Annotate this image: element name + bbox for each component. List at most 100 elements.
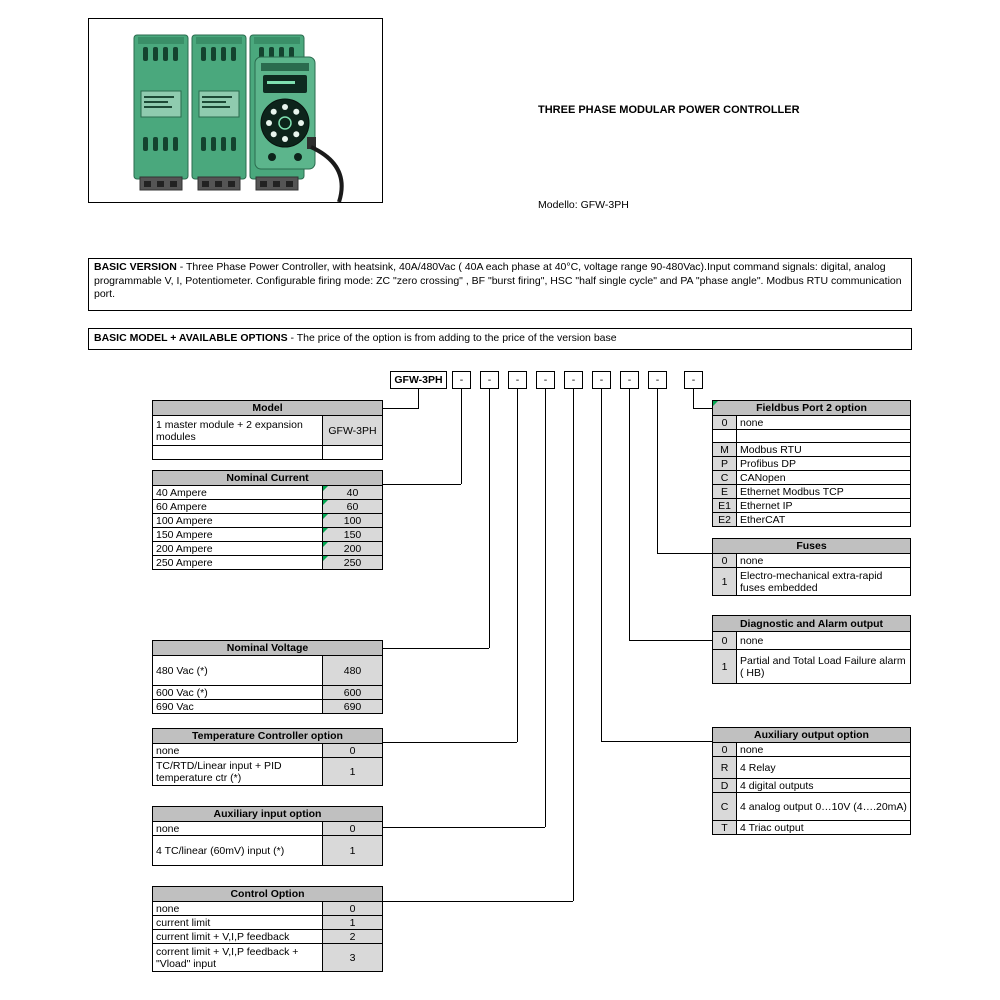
option-label: current limit [152, 915, 323, 930]
connector-line [382, 648, 489, 649]
order-code-slot-1: - [452, 371, 471, 389]
product-image-frame [88, 18, 383, 203]
option-label: current limit + V,I,P feedback [152, 929, 323, 944]
basic-model-note: BASIC MODEL + AVAILABLE OPTIONS - The pr… [88, 328, 912, 350]
power-module-2 [191, 34, 247, 191]
option-label: Ethernet IP [736, 498, 911, 513]
option-code [322, 445, 383, 460]
table-row: TC/RTD/Linear input + PID temperature ct… [152, 757, 383, 786]
option-label: 100 Ampere [152, 513, 323, 528]
option-label: 4 digital outputs [736, 778, 911, 793]
table-row: 600 Vac (*)600 [152, 685, 384, 700]
option-code: 0 [322, 743, 383, 758]
order-code-slot-3: - [508, 371, 527, 389]
option-code: 600 [321, 685, 384, 700]
option-code: E1 [712, 498, 737, 513]
option-label: Profibus DP [736, 456, 911, 471]
option-code: 1 [322, 757, 383, 786]
option-code: 0 [712, 742, 737, 757]
option-code: 40 [321, 485, 384, 500]
table-header: Fuses [711, 538, 912, 554]
option-label: none [736, 631, 911, 650]
option-code: 1 [712, 567, 737, 596]
table-header: Nominal Voltage [151, 640, 384, 656]
option-code: 690 [321, 699, 384, 714]
basic-model-text: - The price of the option is from adding… [287, 332, 617, 344]
keypad-panel [254, 56, 316, 170]
option-label: none [736, 415, 911, 430]
connector-line [461, 389, 462, 484]
connector-line [382, 827, 545, 828]
order-code-slot-9: - [684, 371, 703, 389]
table-row [712, 429, 911, 443]
table-header: Nominal Current [151, 470, 384, 486]
table-row [152, 445, 383, 460]
option-code: 200 [321, 541, 384, 556]
option-label: 150 Ampere [152, 527, 323, 542]
option-label: 4 Relay [736, 756, 911, 779]
table-header: Auxiliary output option [712, 727, 911, 743]
connector-line [382, 742, 517, 743]
option-code: 1 [712, 649, 737, 684]
option-code: E [712, 484, 737, 499]
option-label: 480 Vac (*) [152, 655, 323, 686]
option-label: none [152, 743, 323, 758]
option-label: none [736, 742, 911, 757]
option-code: 250 [321, 555, 384, 570]
option-code: 0 [712, 553, 737, 568]
option-label: Modbus RTU [736, 442, 911, 457]
option-code: 60 [321, 499, 384, 514]
option-code [712, 429, 737, 443]
connector-line [629, 389, 630, 640]
table-row: 1 master module + 2 expansion modules GF… [152, 415, 383, 446]
connector-line [382, 408, 419, 409]
option-label: 4 Triac output [736, 820, 911, 835]
option-code: D [712, 778, 737, 793]
connector-line [545, 389, 546, 827]
basic-model-label: BASIC MODEL + AVAILABLE OPTIONS [94, 332, 288, 344]
option-label: CANopen [736, 470, 911, 485]
option-code: 0 [321, 901, 384, 916]
connector-line [382, 901, 573, 902]
option-code: M [712, 442, 737, 457]
option-label [736, 429, 911, 443]
option-code: 1 [321, 915, 384, 930]
order-code-slot-5: - [564, 371, 583, 389]
order-code-slot-2: - [480, 371, 499, 389]
option-code: 1 [321, 835, 384, 866]
order-code-slot-6: - [592, 371, 611, 389]
table-header: Auxiliary input option [151, 806, 384, 822]
connector-line [517, 389, 518, 742]
connector-line [418, 389, 419, 408]
option-code: GFW-3PH [322, 415, 383, 446]
basic-version-text: - Three Phase Power Controller, with hea… [94, 261, 902, 300]
connector-line [657, 553, 712, 554]
page-title: THREE PHASE MODULAR POWER CONTROLLER [538, 104, 800, 116]
option-code: C [712, 470, 737, 485]
connector-line [382, 484, 461, 485]
product-photo [133, 34, 344, 203]
order-code-slot-7: - [620, 371, 639, 389]
nominal-voltage-table: Nominal Voltage 480 Vac (*)480 600 Vac (… [151, 640, 384, 714]
